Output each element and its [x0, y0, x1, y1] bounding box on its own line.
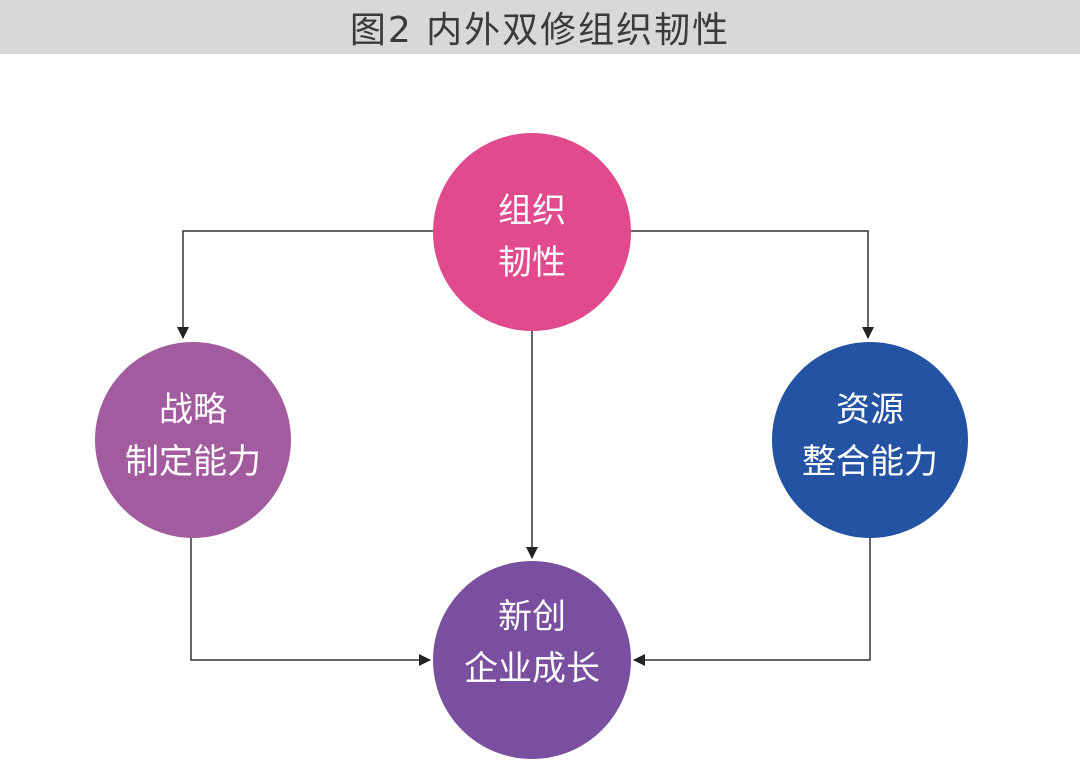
node-circle	[433, 133, 631, 331]
edge-resource-growth	[633, 538, 871, 666]
node-strategy: 战略 制定能力	[95, 342, 291, 538]
node-circle	[772, 342, 968, 538]
edge-resilience-resource	[630, 230, 874, 339]
node-label-line2: 整合能力	[802, 442, 938, 482]
node-label-line2: 韧性	[498, 243, 566, 283]
node-growth: 新创 企业成长	[433, 561, 631, 759]
edge-resilience-strategy	[177, 230, 434, 339]
node-label-line1: 新创	[498, 597, 566, 637]
node-label-line1: 组织	[498, 191, 566, 231]
edge-strategy-growth	[190, 538, 431, 666]
figure-title: 图2 内外双修组织韧性	[349, 10, 731, 51]
node-label-line2: 企业成长	[464, 649, 600, 689]
node-label-line1: 战略	[159, 390, 227, 430]
node-label-line1: 资源	[836, 390, 904, 430]
title-bar: 图2 内外双修组织韧性	[0, 0, 1080, 54]
node-circle	[433, 561, 631, 759]
node-resilience: 组织 韧性	[433, 133, 631, 331]
node-circle	[95, 342, 291, 538]
node-resource: 资源 整合能力	[772, 342, 968, 538]
node-label-line2: 制定能力	[125, 442, 261, 482]
